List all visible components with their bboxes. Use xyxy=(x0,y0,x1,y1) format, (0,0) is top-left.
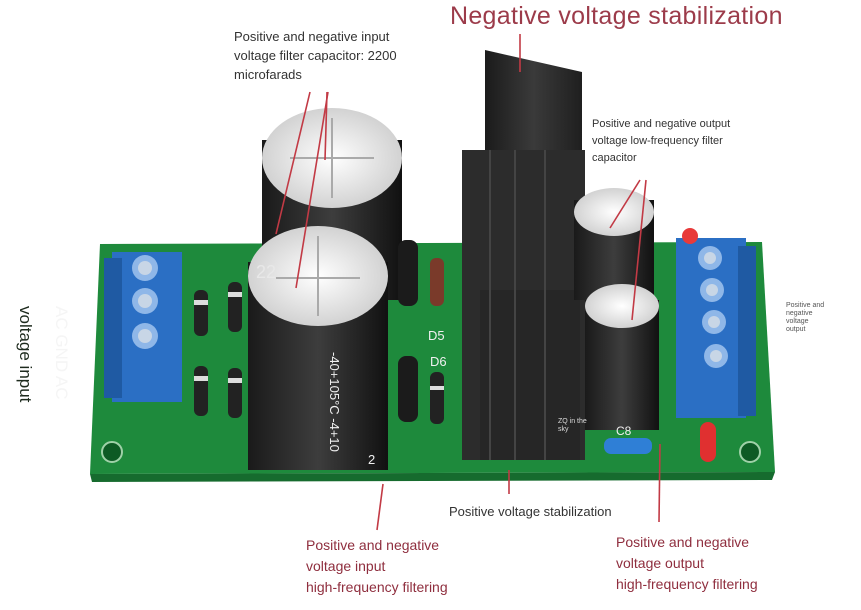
title-negative-voltage: Negative voltage stabilization xyxy=(450,2,783,30)
label-input-hf-filtering: Positive and negative voltage input high… xyxy=(306,537,448,595)
pcb-board-edge xyxy=(90,472,775,482)
mounting-holes xyxy=(101,441,761,463)
input-capacitor-front xyxy=(248,226,388,470)
cap-rating: -40+105°C -4+10 xyxy=(327,352,342,452)
silk-d5: D5 xyxy=(428,328,445,343)
output-capacitors xyxy=(574,188,659,430)
label-ac-voltage-input: AC GND AC voltage input xyxy=(16,306,88,416)
regulator-heatsink xyxy=(462,50,585,460)
rectifier-diodes xyxy=(194,282,242,418)
label-voltage-input: voltage input xyxy=(16,306,35,403)
input-terminal-block xyxy=(104,252,182,402)
label-ac-gnd-ac: AC GND AC xyxy=(52,306,71,400)
label-output-lf-capacitor: Positive and negative output voltage low… xyxy=(592,118,731,164)
label-output-hf-filtering: Positive and negative voltage output hig… xyxy=(616,534,758,592)
c8-capacitor xyxy=(604,438,652,454)
silk-c8: C8 xyxy=(616,424,632,438)
filter-diodes-middle xyxy=(398,240,444,424)
led-top xyxy=(682,228,698,244)
led-bottom xyxy=(700,422,716,462)
label-positive-stabilization: Positive voltage stabilization xyxy=(449,504,612,519)
label-output-side: Positive and negative voltage output xyxy=(786,302,825,333)
silk-num-2: 2 xyxy=(368,452,376,467)
side-label-box xyxy=(772,296,822,386)
output-terminal-block xyxy=(676,238,756,418)
label-input-filter-capacitor: Positive and negative input voltage filt… xyxy=(234,29,397,82)
cap-mark: 22 xyxy=(256,262,277,282)
pointer-lines xyxy=(275,34,661,531)
silk-d6: D6 xyxy=(430,354,447,369)
label-zq-note: ZQ in the sky xyxy=(558,418,587,433)
